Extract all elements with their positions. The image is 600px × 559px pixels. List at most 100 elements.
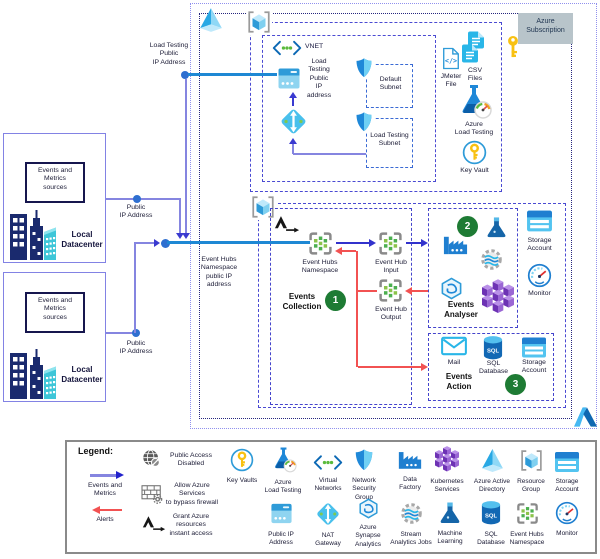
- legend-item-data-factory: Data Factory: [387, 448, 433, 493]
- eh-junction-dot: [161, 239, 170, 248]
- resource-group-icon: [519, 448, 544, 475]
- machine-learning-icon: [487, 217, 506, 238]
- default-subnet-label: Default Subnet: [379, 76, 402, 92]
- events-analyser-title: Events Analyser: [444, 300, 478, 319]
- legend-item-storage: Storage Account: [544, 449, 590, 495]
- subnet-to-nat-rise: [292, 144, 294, 154]
- subscription-key-icon: [508, 35, 518, 58]
- resource-group-icon: [246, 9, 272, 35]
- events-collection-box: [270, 208, 412, 405]
- grant-access-azure-arrow-icon: [274, 215, 300, 234]
- datacenter-1-box: [3, 133, 106, 263]
- legend-note-public-access: Public Access Disabled: [170, 452, 212, 468]
- jmeter-file-icon: [443, 47, 459, 70]
- arrow-up: [289, 138, 297, 144]
- synapse-icon: [358, 498, 379, 520]
- analyser-to-output-line: [412, 290, 428, 292]
- legend-note-grant-access: Grant Azure resources instant access: [169, 513, 213, 537]
- ns-to-input-line: [336, 242, 369, 244]
- arrow-left: [335, 247, 342, 255]
- lt-public-ip-icon: [278, 68, 300, 89]
- lt-thick-line: [188, 73, 277, 76]
- network-security-group-icon: [353, 448, 375, 475]
- sql-database-icon: [481, 500, 501, 527]
- subscription-boundary: [199, 13, 572, 419]
- datacenter-1-sources-label: Events and Metrics sources: [37, 167, 72, 191]
- kubernetes-services-icon: [482, 279, 514, 315]
- input-to-analyser-line: [406, 242, 422, 244]
- legend-item-aad: Azure Active Directory: [469, 448, 515, 495]
- lt-public-ip-label: Load Testing Public IP address: [306, 58, 332, 99]
- datacenter-2-sources-box: [25, 292, 85, 333]
- csv-files-label: CSV Files: [467, 67, 483, 83]
- default-subnet-box: [366, 64, 413, 108]
- data-factory-icon: [397, 448, 423, 475]
- action-storage-label: Storage Account: [521, 359, 547, 375]
- azure-active-directory-icon: [480, 448, 505, 475]
- storage-account-label: Storage Account: [527, 237, 552, 253]
- datacenter-2-box: [3, 272, 106, 402]
- buildings-icon: [10, 210, 56, 260]
- legend-item-monitor: Monitor: [544, 501, 590, 538]
- arrow-left: [92, 505, 100, 514]
- datacenter-2-name: Local Datacenter: [61, 365, 103, 384]
- load-testing-public-ip-label: Load Testing Public IP Address: [149, 42, 189, 66]
- stream-analytics-icon: [399, 501, 424, 528]
- dc2-rise-line: [134, 243, 136, 333]
- events-action-title: Events Action: [445, 372, 473, 391]
- lt-drop-line: [185, 79, 187, 233]
- jmeter-file-label: JMeter File: [440, 73, 462, 89]
- arrow-right: [369, 238, 376, 247]
- events-resource-group: [258, 203, 566, 408]
- main-thick-line: [167, 241, 310, 244]
- alert-to-action-line: [358, 366, 422, 368]
- legend-item-virtual-networks: Virtual Networks: [305, 450, 351, 494]
- legend-alerts-arrow-line: [100, 508, 122, 511]
- step-badge-2: 2: [457, 216, 478, 237]
- public-ip-icon: [270, 501, 293, 528]
- azure-active-directory-icon: [200, 8, 222, 32]
- legend-item-synapse: Azure Synapse Analytics: [345, 498, 391, 549]
- event-hubs-namespace-icon: [309, 232, 332, 255]
- virtual-network-icon: [272, 40, 302, 56]
- machine-learning-icon: [438, 501, 462, 528]
- storage-account-icon: [554, 449, 580, 476]
- azure-logo-icon: [573, 407, 598, 427]
- key-vault-icon: [230, 448, 254, 475]
- subscription-label: Azure Subscription: [526, 18, 565, 34]
- vnet-label: VNET: [305, 43, 324, 50]
- azure-load-testing-icon: [461, 83, 492, 120]
- events-action-box: [428, 333, 554, 401]
- mail-label: Mail: [447, 359, 461, 366]
- events-collection-title: Events Collection: [282, 292, 322, 311]
- datacenter-1-sources-box: [25, 162, 85, 203]
- monitor-icon: [527, 263, 552, 288]
- load-testing-subnet-nsg-icon: [354, 111, 374, 133]
- azure-load-testing-label: Azure Load Testing: [454, 121, 494, 137]
- vnet-box: [262, 35, 436, 182]
- stream-analytics-icon: [481, 249, 502, 270]
- azure-boundary: [190, 3, 597, 429]
- globe-disabled-icon: [142, 449, 160, 467]
- legend-item-stream: Stream Analytics Jobs: [388, 501, 434, 548]
- event-hub-output-label: Event Hub Output: [375, 306, 407, 322]
- legend-item-key-vaults: Key Vaults: [219, 448, 265, 485]
- event-hub-input-label: Event Hub Input: [375, 259, 407, 275]
- legend-note-bypass-firewall: Allow Azure Services to bypass firewall: [165, 482, 219, 506]
- monitor-label: Monitor: [528, 290, 551, 297]
- sql-database-icon: [483, 336, 503, 360]
- step-badge-1: 1: [325, 290, 346, 311]
- arrow-left: [405, 287, 412, 295]
- eh-namespace-public-ip-label: Event Hubs Namespace public IP address: [200, 256, 238, 289]
- datacenter-1-name: Local Datacenter: [61, 230, 103, 249]
- legend-item-ml: Machine Learning: [427, 501, 473, 547]
- monitor-icon: [555, 501, 579, 528]
- event-hub-output-icon: [379, 279, 402, 302]
- subscription-label-box: [518, 13, 573, 44]
- legend-item-public-ip: Public IP Address: [258, 501, 304, 548]
- output-return-line: [357, 290, 377, 292]
- storage-account-icon: [522, 337, 546, 358]
- return-to-ns-line: [342, 250, 356, 252]
- legend-item-kubernetes: Kubernetes Services: [424, 446, 470, 495]
- synapse-analytics-icon: [441, 277, 462, 300]
